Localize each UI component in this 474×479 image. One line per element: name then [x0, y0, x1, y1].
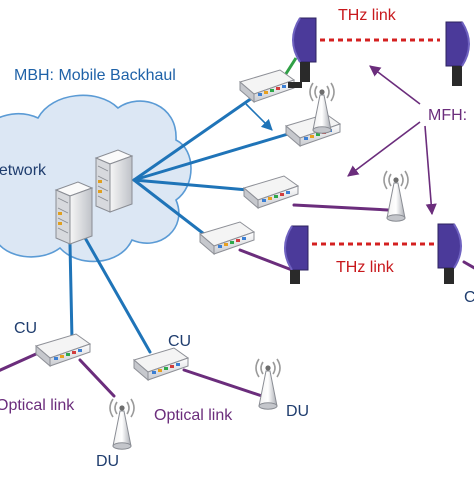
backhaul-links — [68, 96, 290, 354]
optical-link-label-left: Optical link — [0, 397, 75, 414]
antenna-tower-icon — [255, 358, 281, 411]
antenna-tower-icon — [309, 82, 335, 134]
thz-dish-icon — [445, 21, 470, 86]
mfh-arrows — [347, 65, 437, 216]
switch-icon — [239, 69, 295, 103]
thz-link-label-top: THz link — [338, 7, 397, 24]
server-rack-icon — [95, 149, 133, 213]
switch-icon — [243, 175, 299, 209]
mfh-label: MFH: — [428, 107, 467, 124]
switch-icon — [133, 347, 189, 381]
antenna-tower-icon — [109, 398, 135, 451]
du-label-mid: DU — [286, 403, 309, 420]
antenna-tower-icon — [383, 170, 409, 222]
edge-c-label: C — [464, 289, 474, 306]
du-label-bottom: DU — [96, 453, 119, 470]
mbh-arrow — [245, 103, 273, 131]
mbh-label: MBH: Mobile Backhaul — [14, 67, 176, 84]
cu-label-mid: CU — [168, 333, 191, 350]
fronthaul-links — [0, 203, 474, 400]
thz-dish-icon — [288, 17, 317, 88]
cu-label-left: CU — [14, 320, 37, 337]
switch-icon — [199, 221, 255, 255]
thz-dish-icon — [284, 225, 309, 284]
thz-dish-icon — [437, 223, 462, 284]
network-label: network — [0, 162, 47, 179]
server-rack-icon — [55, 181, 93, 245]
optical-link-label-mid: Optical link — [154, 407, 233, 424]
thz-link-label-mid: THz link — [336, 259, 395, 276]
thz-links — [312, 38, 440, 246]
